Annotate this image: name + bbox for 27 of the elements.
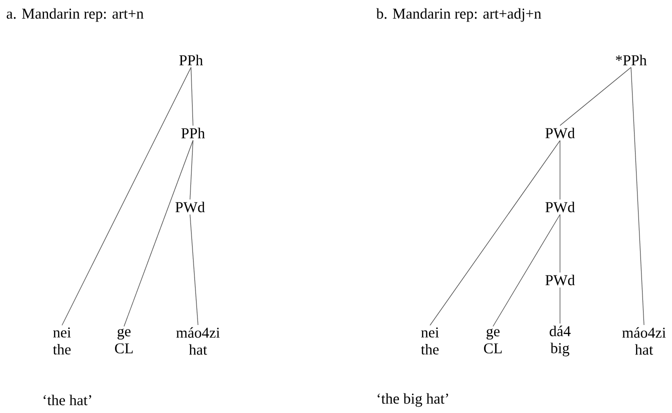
translation-caption: ‘the big hat’ xyxy=(378,393,448,407)
tree-branch xyxy=(492,214,560,327)
tree-branch xyxy=(190,67,194,126)
tree-node-label: PWd xyxy=(545,274,575,286)
tree-branch xyxy=(630,67,644,326)
word-gloss: nei the xyxy=(420,327,439,355)
tree-node-label: PWd xyxy=(545,128,575,138)
word-gloss: dá4 big xyxy=(550,326,571,356)
tree-node-label: PPh xyxy=(179,54,203,66)
tree-branch xyxy=(430,140,560,326)
word-gloss: máo4zi hat xyxy=(622,327,666,355)
translation-caption: ‘the hat’ xyxy=(44,394,92,406)
tree-branch xyxy=(190,140,194,200)
tree-node-label: PWd xyxy=(175,202,205,212)
panel-title: b. Mandarin rep: art+adj+n xyxy=(376,8,542,22)
tree-node-label: *PPh xyxy=(616,54,647,66)
word-gloss: máo4zi hat xyxy=(176,327,220,355)
word-gloss: nei the xyxy=(52,327,71,355)
panel-title: a. Mandarin rep: art+n xyxy=(6,8,144,22)
tree-branch xyxy=(190,214,198,326)
word-gloss: ge CL xyxy=(484,328,502,354)
tree-node-label: PWd xyxy=(545,202,575,212)
word-gloss: ge CL xyxy=(115,328,133,354)
tree-branch xyxy=(560,67,632,126)
tree-branch xyxy=(124,140,194,327)
tree-branch xyxy=(62,67,192,326)
tree-node-label: PPh xyxy=(181,128,205,138)
